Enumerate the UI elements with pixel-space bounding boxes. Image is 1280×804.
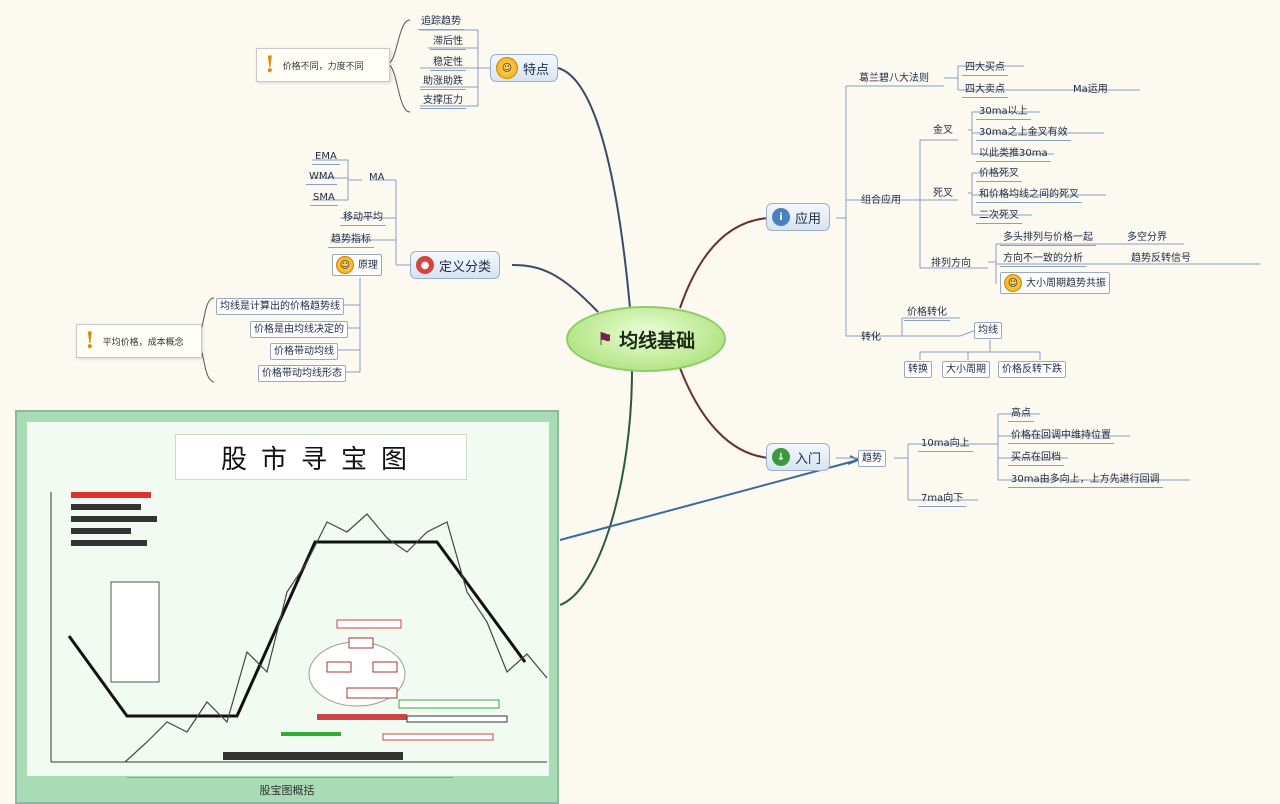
treasure-map-chart [50,492,548,778]
app-death-cross[interactable]: 死叉 [933,188,953,199]
features-item-3[interactable]: 稳定性 [430,55,466,71]
arrangement-extra-b[interactable]: 趋势反转信号 [1131,253,1191,264]
app-group-3-item-1[interactable]: 价格转化 [904,305,950,321]
app-group-1[interactable]: 葛兰碧八大法则 [859,73,929,84]
branch-entry-label: 入门 [795,451,822,467]
branch-application-label: 应用 [795,211,822,227]
principle-4[interactable]: 价格带动均线形态 [258,365,346,382]
app-group-2[interactable]: 组合应用 [861,195,901,206]
golden-cross-sub-2[interactable]: 30ma之上金叉有效 [976,125,1071,141]
golden-cross-sub-3[interactable]: 以此类推30ma [976,146,1051,162]
entry-sub-1[interactable]: 高点 [1008,406,1034,422]
branch-definition-label: 定义分类 [439,259,492,275]
arrangement-sub-3-label: 大小周期趋势共振 [1026,277,1106,289]
entry-sub-3[interactable]: 买点在回档 [1008,450,1064,466]
smiley-icon: ☺ [1004,274,1022,292]
smiley-icon: ☺ [496,57,518,79]
definition-note[interactable]: ! 平均价格，成本概念 [76,324,202,358]
exclamation-icon: ! [265,52,275,78]
death-cross-sub-1[interactable]: 价格死叉 [976,166,1022,182]
branch-definition[interactable]: ● 定义分类 [410,251,501,279]
principle-3[interactable]: 价格带动均线 [270,343,338,360]
flag-icon: ⚑ [596,328,614,350]
definition-note-text: 平均价格，成本概念 [102,337,184,348]
features-note-text: 价格不同，力度不同 [282,61,364,72]
golden-cross-sub-1[interactable]: 30ma以上 [976,104,1031,120]
app-golden-cross[interactable]: 金叉 [933,125,953,136]
death-cross-sub-3[interactable]: 二次死叉 [976,208,1022,224]
app-group-1-extra[interactable]: Ma运用 [1073,84,1108,95]
definition-sub-3[interactable]: SMA [310,190,338,206]
branch-features-label: 特点 [523,62,550,78]
definition-sub-2[interactable]: WMA [306,169,338,185]
smiley-icon: ☺ [336,256,354,274]
center-topic-label: 均线基础 [619,329,696,352]
app-group-1-item-2[interactable]: 四大卖点 [962,82,1008,98]
entry-sub-4[interactable]: 30ma由多向上，上方先进行回调 [1008,472,1163,488]
definition-item-3-label: 原理 [358,259,378,271]
entry-item-2[interactable]: 7ma向下 [918,491,967,507]
definition-sub-group[interactable]: MA [369,172,385,183]
definition-item-1[interactable]: 移动平均 [340,210,386,226]
app-group-3-bottom-3[interactable]: 价格反转下跌 [998,361,1066,378]
arrangement-sub-2[interactable]: 方向不一致的分析 [1000,251,1086,267]
app-group-3-bottom-2[interactable]: 大小周期 [942,361,990,378]
exclamation-icon: ! [85,328,95,354]
record-icon: ● [416,256,434,274]
principle-1[interactable]: 均线是计算出的价格趋势线 [216,298,344,315]
principle-2[interactable]: 价格是由均线决定的 [250,321,348,338]
features-item-4[interactable]: 助涨助跌 [420,74,466,90]
features-note[interactable]: ! 价格不同，力度不同 [256,48,390,82]
definition-sub-1[interactable]: EMA [312,149,340,165]
download-icon: ↓ [772,448,790,466]
embedded-image-caption: 股宝图概括 [259,784,315,797]
entry-item-1[interactable]: 10ma向上 [918,436,973,452]
info-icon: i [772,208,790,226]
branch-entry[interactable]: ↓ 入门 [766,443,831,471]
entry-group[interactable]: 趋势 [858,450,886,467]
embedded-image-canvas: 股市寻宝图 [27,422,549,778]
app-arrangement[interactable]: 排列方向 [931,258,971,269]
app-group-3[interactable]: 转化 [861,332,881,343]
app-group-1-item-1[interactable]: 四大买点 [962,60,1008,76]
features-item-2[interactable]: 滞后性 [430,34,466,50]
definition-item-2[interactable]: 趋势指标 [328,232,374,248]
embedded-image[interactable]: 股市寻宝图 股宝图概括 [15,410,559,804]
death-cross-sub-2[interactable]: 和价格均线之间的死叉 [976,187,1082,203]
app-group-3-box[interactable]: 均线 [974,322,1002,339]
arrangement-sub-3[interactable]: ☺ 大小周期趋势共振 [1000,272,1110,294]
branch-features[interactable]: ☺ 特点 [490,54,559,82]
arrangement-sub-1[interactable]: 多头排列与价格一起 [1000,230,1096,246]
branch-application[interactable]: i 应用 [766,203,831,231]
embedded-image-title: 股市寻宝图 [175,434,467,480]
app-group-3-bottom-1[interactable]: 转换 [904,361,932,378]
center-topic[interactable]: ⚑ 均线基础 [566,306,726,372]
definition-item-3[interactable]: ☺ 原理 [332,254,382,276]
features-item-1[interactable]: 追踪趋势 [418,14,464,30]
arrangement-extra-a[interactable]: 多空分界 [1127,232,1167,243]
entry-sub-2[interactable]: 价格在回调中维持位置 [1008,428,1114,444]
features-item-5[interactable]: 支撑压力 [420,93,466,109]
